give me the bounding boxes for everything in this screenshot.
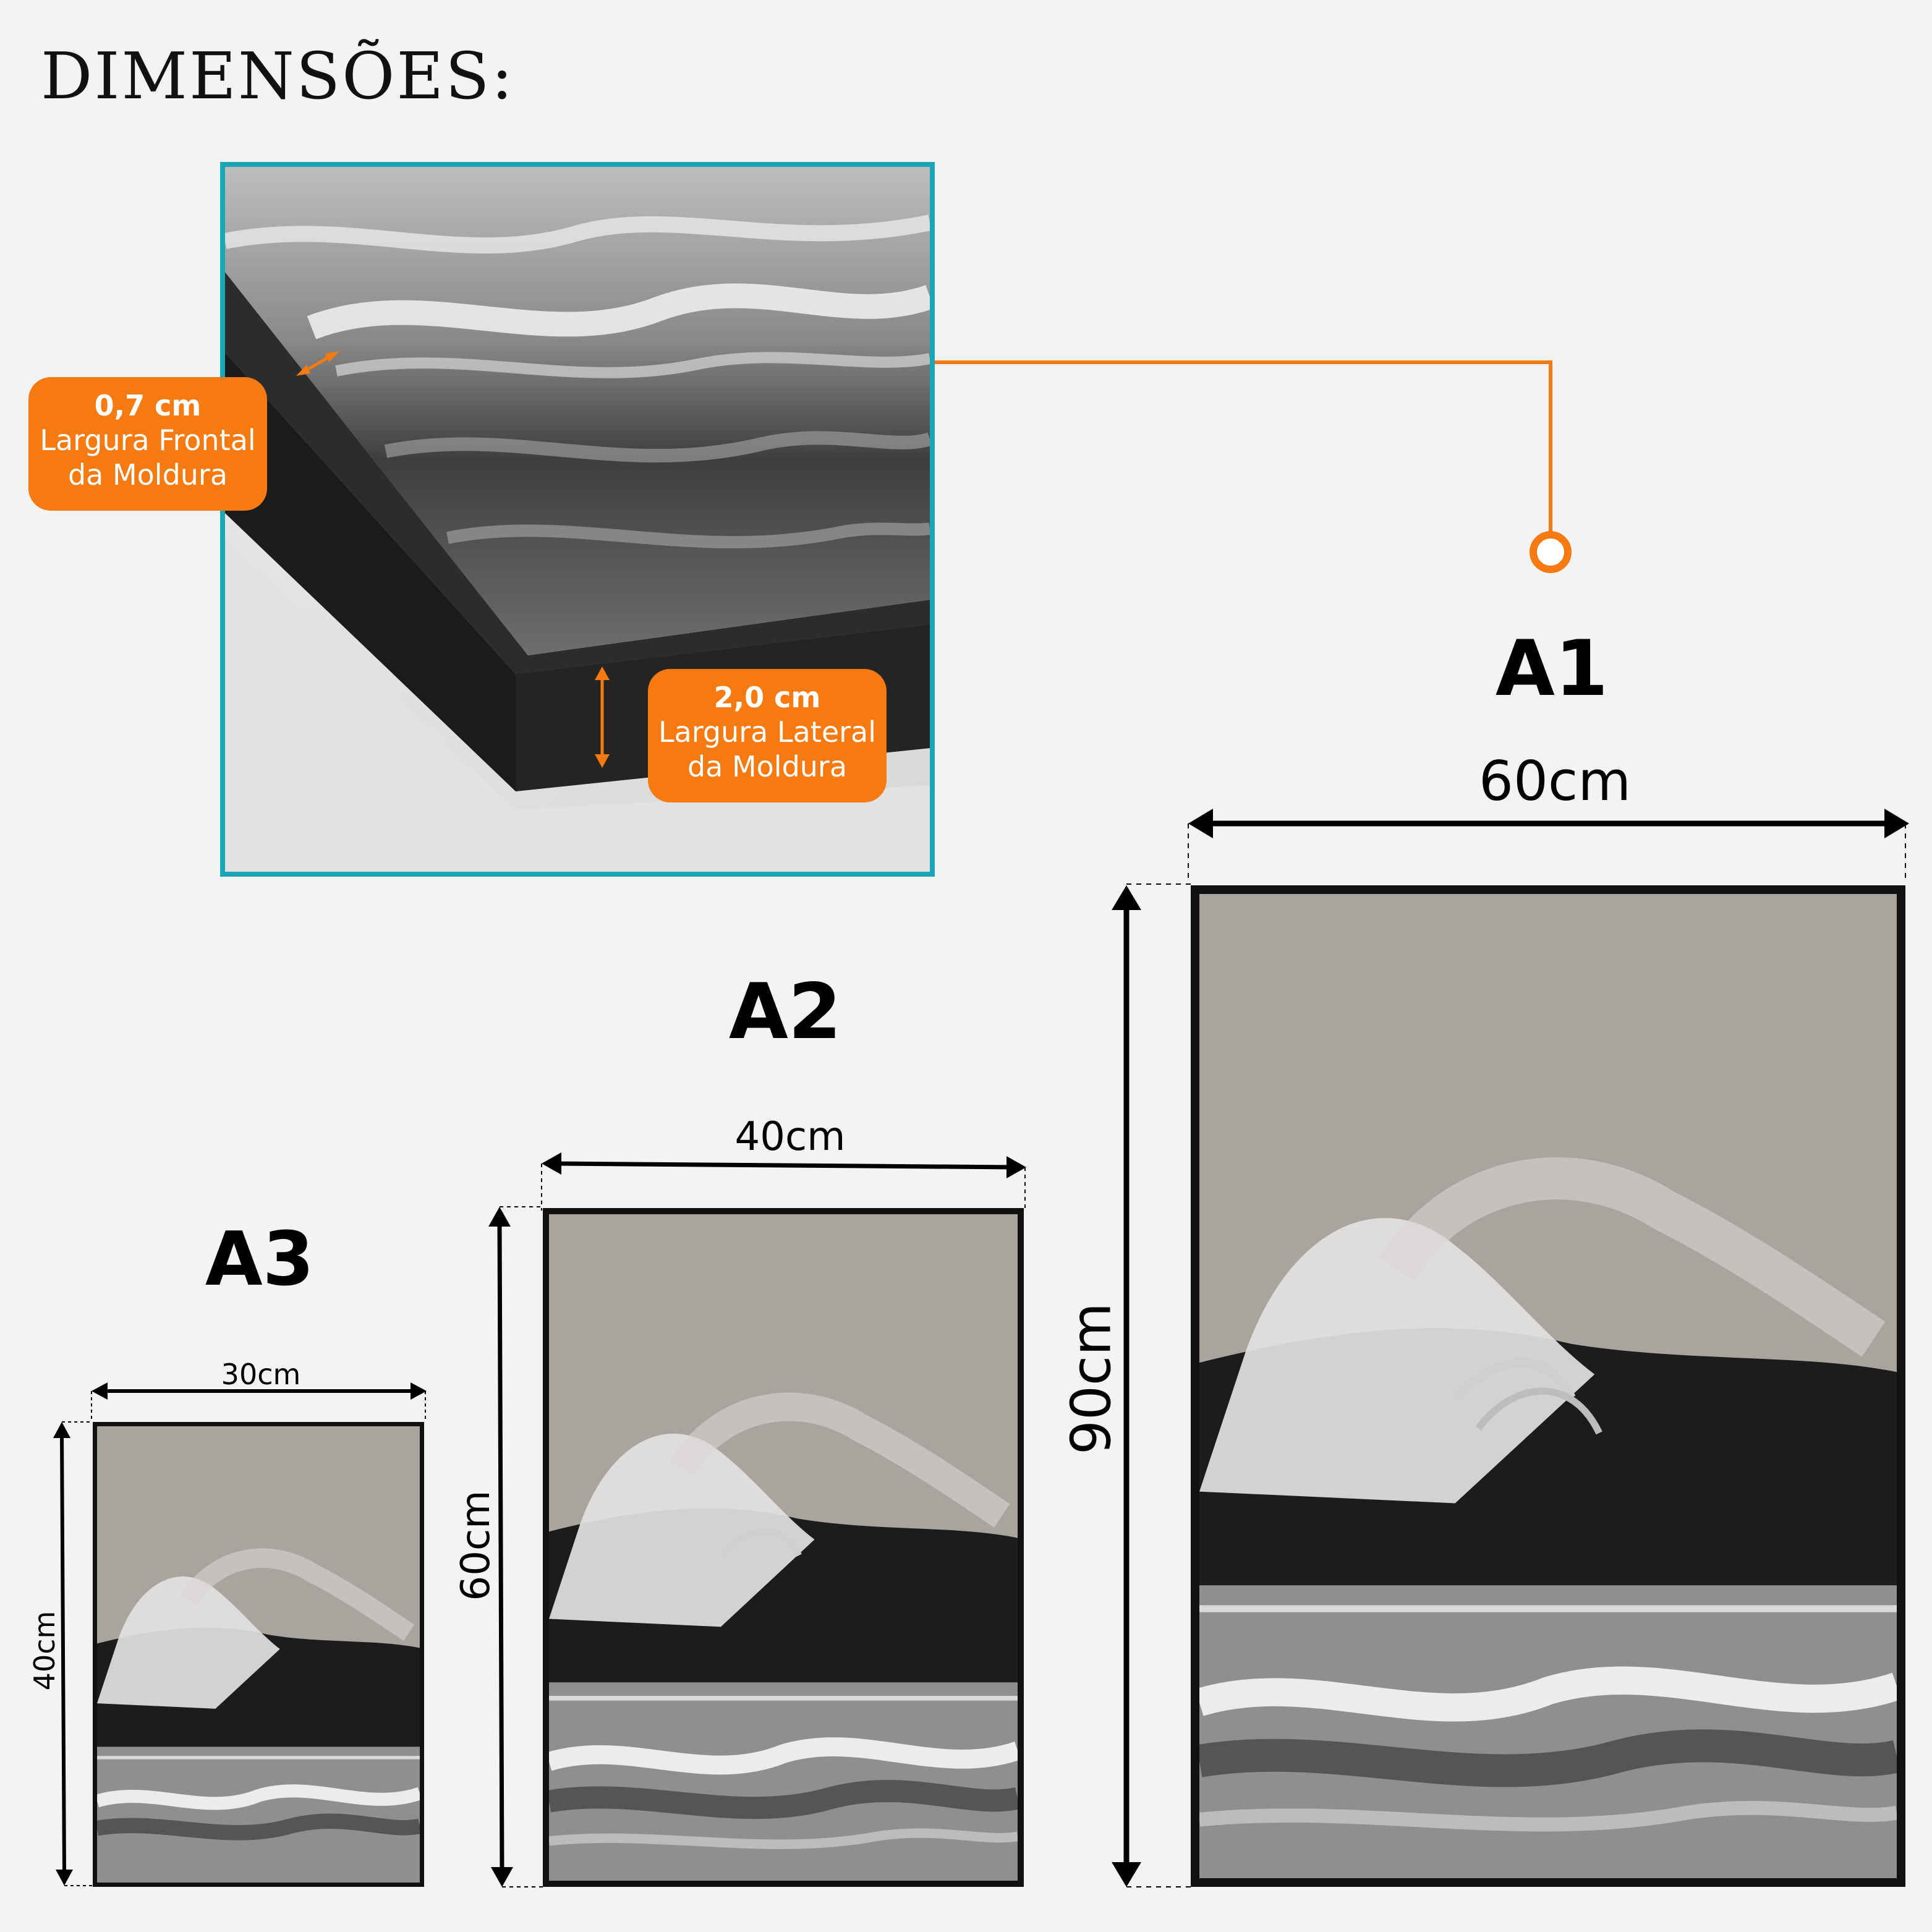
side-width-label-1: Largura Lateral (658, 715, 877, 749)
size-label-a3: A3 (205, 1217, 315, 1303)
frame-a1 (1191, 885, 1905, 1887)
a2-width-arrow (555, 1161, 1015, 1170)
wave-artwork-a2 (549, 1214, 1018, 1881)
a3-height-arrow (60, 1434, 66, 1874)
side-width-value: 2,0 cm (713, 681, 821, 714)
frame-corner-illustration (225, 167, 930, 872)
front-width-label-1: Largura Frontal (40, 423, 256, 457)
a2-height-arrow (497, 1220, 504, 1874)
front-width-label-2: da Moldura (67, 458, 228, 492)
frame-a3 (93, 1422, 424, 1887)
a3-height-label: 40cm (28, 1611, 61, 1691)
size-label-a1: A1 (1495, 624, 1609, 713)
side-width-badge: 2,0 cm Largura Lateral da Moldura (648, 669, 887, 802)
size-label-a2: A2 (728, 968, 842, 1057)
page-title: DIMENSÕES: (41, 38, 515, 114)
a3-width-label: 30cm (221, 1358, 301, 1391)
wave-artwork-a3 (97, 1426, 420, 1883)
a2-height-label: 60cm (453, 1490, 499, 1601)
front-width-badge: 0,7 cm Largura Frontal da Moldura (28, 377, 267, 511)
frame-a2 (543, 1208, 1024, 1887)
a1-height-label: 90cm (1059, 1302, 1123, 1455)
side-width-label-2: da Moldura (687, 750, 848, 784)
wave-artwork-a1 (1199, 894, 1897, 1878)
frame-detail-image (220, 162, 935, 877)
a2-width-label: 40cm (734, 1114, 846, 1160)
front-width-value: 0,7 cm (94, 389, 202, 422)
a1-width-label: 60cm (1478, 749, 1632, 813)
